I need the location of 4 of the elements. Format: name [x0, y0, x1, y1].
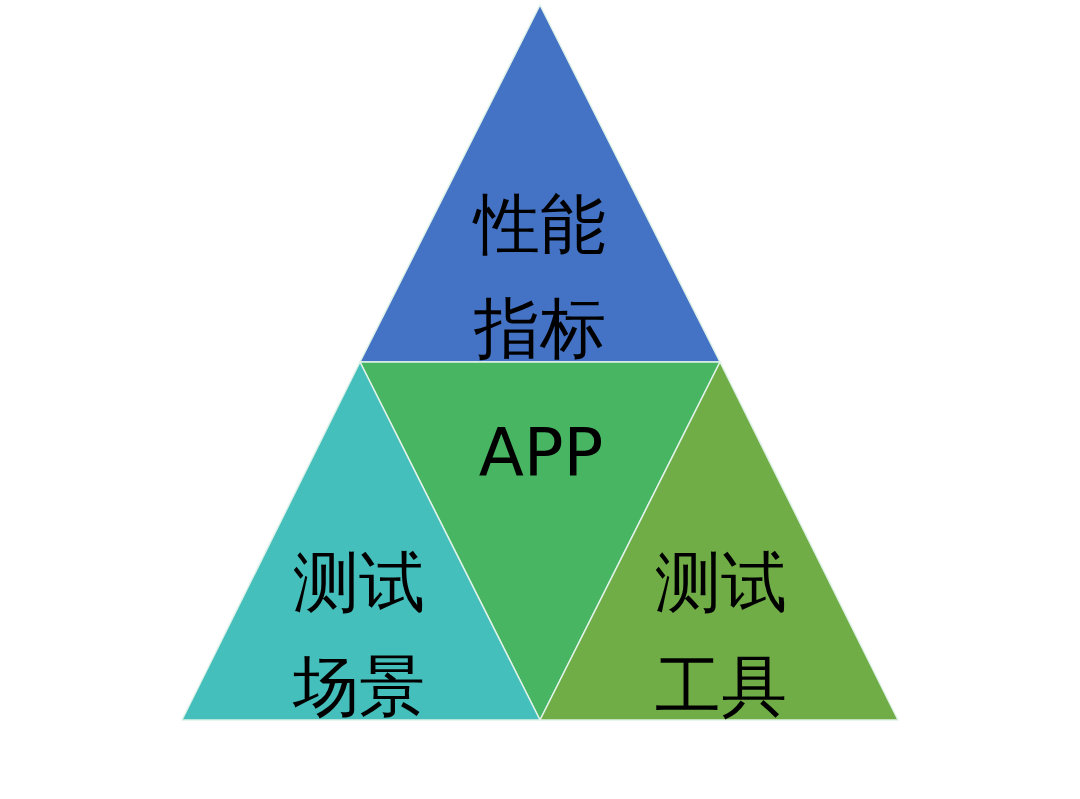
- segment-label: 测试工具: [654, 542, 788, 727]
- segment-label: 测试场景: [292, 542, 426, 727]
- segment-label: APP: [478, 413, 604, 493]
- segment-label: 性能指标: [472, 184, 607, 369]
